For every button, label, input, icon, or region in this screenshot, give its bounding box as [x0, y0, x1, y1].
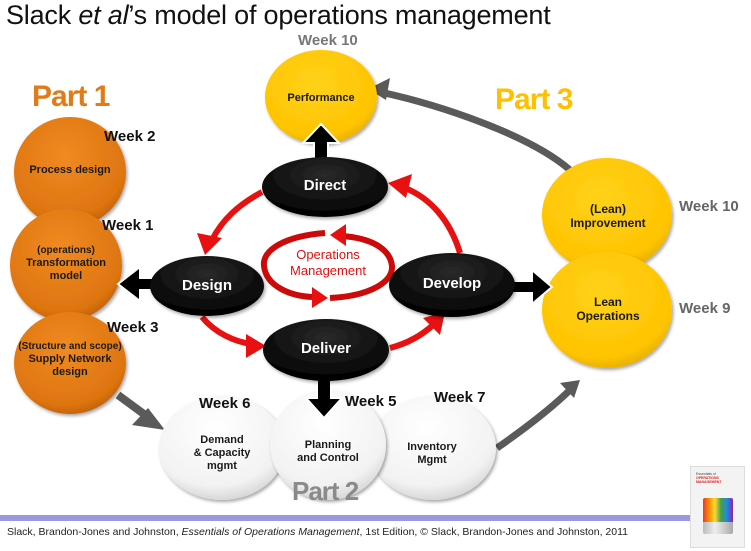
footer-divider — [0, 515, 690, 521]
node-label: (Lean)Improvement — [570, 202, 646, 231]
node-lean-improvement — [542, 158, 672, 272]
footer-citation: Slack, Brandon-Jones and Johnston, Essen… — [7, 526, 629, 538]
activity-design — [150, 256, 264, 316]
book-cover-line1: Essentials of — [696, 472, 716, 476]
node-supply-network-design — [14, 312, 126, 414]
block-arrow-develop-to-lean — [509, 267, 554, 307]
gray-arrow-supply-to-demand — [115, 391, 165, 430]
red-arrow-design-to-deliver — [199, 315, 266, 358]
node-lean-operations — [542, 252, 672, 368]
week-label: Week 9 — [679, 300, 731, 317]
part-2-label: Part 2 — [292, 476, 359, 506]
activity-deliver — [263, 319, 389, 381]
title-text-end: ’s model of operations management — [128, 0, 551, 30]
activity-deliver-label: Deliver — [300, 340, 352, 357]
week-label: Week 2 — [104, 128, 156, 145]
activity-develop-label: Develop — [422, 275, 482, 292]
activity-direct-label: Direct — [303, 177, 347, 194]
activity-direct — [262, 157, 388, 217]
red-arrow-direct-to-design — [197, 189, 264, 255]
slide-title: Slack et al’s model of operations manage… — [6, 0, 551, 31]
gray-arrow-inventory-to-lean — [494, 380, 580, 451]
activity-develop — [389, 253, 515, 317]
week-label: Week 10 — [298, 32, 358, 49]
book-cover-line2: OPERATIONS MANAGEMENT — [696, 476, 722, 484]
red-arrow-develop-to-direct — [388, 174, 463, 254]
activity-design-label: Design — [181, 277, 232, 294]
week-label: Week 3 — [107, 319, 159, 336]
node-planning-control — [270, 390, 386, 500]
book-cover-image: Essentials of OPERATIONS MANAGEMENT — [690, 466, 745, 548]
gray-arrow-improvement-to-performance — [368, 78, 573, 173]
week-label: Week 7 — [434, 389, 486, 406]
node-demand-capacity — [159, 396, 285, 500]
node-inventory — [370, 396, 496, 500]
week-label: Week 10 — [679, 198, 739, 215]
red-arrow-deliver-to-develop — [389, 312, 445, 351]
title-italic: et al — [78, 0, 129, 30]
node-transformation-model — [10, 209, 122, 321]
title-text: Slack — [6, 0, 79, 30]
node-process-design — [14, 117, 126, 227]
center-cycle-arrows — [260, 224, 395, 308]
part-3-label: Part 3 — [495, 83, 573, 116]
node-label: Process design — [29, 164, 111, 176]
paint-can-icon — [702, 498, 733, 534]
node-label: Performance — [287, 92, 355, 104]
part-1-label: Part 1 — [32, 80, 110, 113]
week-label: Week 5 — [345, 393, 397, 410]
node-performance — [265, 50, 377, 144]
week-label: Week 6 — [199, 395, 251, 412]
week-label: Week 1 — [102, 217, 154, 234]
